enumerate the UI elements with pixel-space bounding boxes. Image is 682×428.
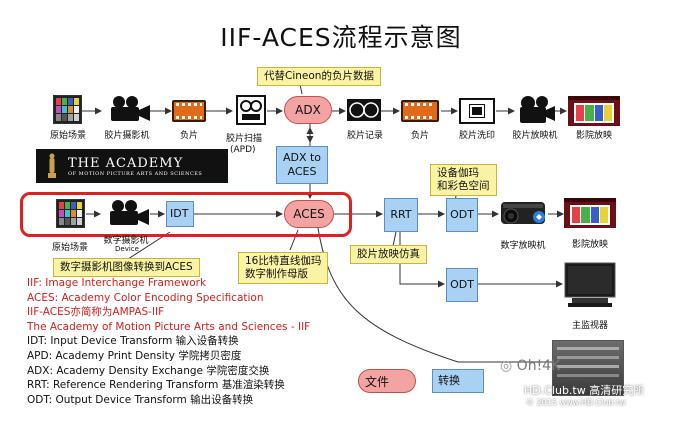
legend-black-line: IDT: Input Device Transform 输入设备转换 [27, 335, 239, 348]
color-chart-icon [53, 95, 82, 124]
cineon-callout: 代替Cineon的负片数据 [257, 67, 381, 86]
legend-red-line: IIF: Image Interchange Framework [27, 277, 207, 289]
legend-black-line: RRT: Reference Rendering Transform 基准渲染转… [27, 379, 285, 392]
legend-black-line: ADX: Academy Density Exchange 学院密度交换 [27, 364, 270, 377]
legend-red-line: IIF-ACES亦简称为AMPAS-IIF [27, 306, 165, 319]
top-print-label: 胶片洗印 [458, 131, 495, 141]
top-camera-label: 胶片摄影机 [104, 131, 150, 141]
equipment-rack-photo [552, 340, 624, 396]
academy-subname: OF MOTION PICTURE ARTS AND SCIENCES [68, 170, 203, 177]
watermark-line3: © 2015 www.HD.Club.tw [526, 398, 626, 407]
odt-transform-1: ODT [446, 198, 478, 232]
adx-file-box: ADX [284, 96, 332, 124]
academy-logo: THE ACADEMY OF MOTION PICTURE ARTS AND S… [36, 149, 228, 183]
legend: IIF: Image Interchange Framework ACES: A… [27, 276, 310, 407]
key-file-box: 文件 [358, 369, 416, 393]
cinema-screen-icon [568, 96, 620, 126]
legend-black-line: APD: Academy Print Density 学院拷贝密度 [27, 349, 242, 362]
digital-camera-icon [110, 200, 149, 225]
legend-black-line: ODT: Output Device Transform 输出设备转换 [27, 393, 254, 406]
film-scanner-icon [236, 95, 266, 125]
gamma-color-line1: 设备伽玛 [437, 167, 479, 179]
idt-transform: IDT [166, 201, 194, 227]
digital-projector-icon [501, 202, 545, 224]
linear-gamma-callout: 16比特直线伽玛 数字制作母版 [238, 252, 329, 284]
mid-camera-sub: Device [115, 245, 139, 253]
adx-to-aces-transform: ADX to ACES [276, 146, 328, 184]
mid-camera-label: 数字摄影机 [103, 236, 149, 246]
mid-color-chart-icon [56, 199, 85, 228]
top-scan-sub: (APD) [230, 145, 256, 155]
master-monitor-icon [564, 262, 616, 307]
digital-cinema-screen-icon [564, 198, 616, 228]
rrt-transform: RRT [384, 198, 418, 232]
gamma-color-callout: 设备伽玛 和彩色空间 [430, 164, 497, 196]
legend-red-line: ACES: Academy Color Encoding Specificati… [27, 291, 264, 304]
digital-to-aces-callout: 数字摄影机图像转换到ACES [53, 258, 200, 277]
top-film2-label: 负片 [410, 131, 429, 141]
adx-to-aces-line1: ADX to [282, 151, 322, 164]
mid-scene-label: 原始场景 [51, 243, 88, 253]
watermark-line1: Oh!4K [516, 358, 561, 374]
legend-red-line: The Academy of Motion Picture Arts and S… [27, 320, 311, 333]
digital-input-highlight [20, 192, 352, 237]
mid-projector-label: 数字放映机 [500, 241, 546, 251]
linear-gamma-line1: 16比特直线伽玛 [245, 255, 322, 267]
film-projection-callout: 胶片放映仿真 [350, 245, 427, 264]
top-record-label: 胶片记录 [346, 131, 383, 141]
watermark-brand: ◎ Oh!4K [500, 358, 560, 374]
linear-gamma-line2: 数字制作母版 [245, 268, 308, 280]
negative-film-2-icon [401, 100, 439, 122]
mid-cinema-label: 影院放映 [571, 240, 608, 250]
watermark-line2: HD.Club.tw [524, 384, 586, 397]
top-scan-label: 胶片扫描 [226, 134, 263, 144]
aces-file-box: ACES [284, 200, 334, 228]
academy-name: THE ACADEMY [68, 155, 184, 171]
gamma-color-line2: 和彩色空间 [437, 180, 490, 192]
top-projector-label: 胶片放映机 [512, 131, 558, 141]
film-camera-icon [111, 96, 150, 121]
page-title: IIF-ACES流程示意图 [220, 23, 462, 52]
film-recorder-icon [347, 99, 381, 121]
adx-to-aces-line2: ACES [287, 165, 317, 178]
film-projector-icon [520, 96, 555, 123]
negative-film-icon [172, 100, 206, 122]
top-scene-label: 原始场景 [49, 131, 86, 141]
watermark-line2-wrap: HD.Club.tw 高清研究所 [524, 382, 644, 398]
odt-transform-2: ODT [446, 268, 478, 302]
top-cinema-label: 影院放映 [575, 131, 612, 141]
top-film1-label: 负片 [179, 131, 198, 141]
oscar-statuette-icon [48, 153, 56, 178]
film-print-icon [459, 98, 495, 124]
monitor-label: 主监视器 [571, 321, 608, 331]
watermark-logo-icon: ◎ [500, 358, 513, 374]
key-transform-box: 转换 [432, 369, 484, 393]
watermark-line2b: 高清研究所 [589, 384, 645, 397]
